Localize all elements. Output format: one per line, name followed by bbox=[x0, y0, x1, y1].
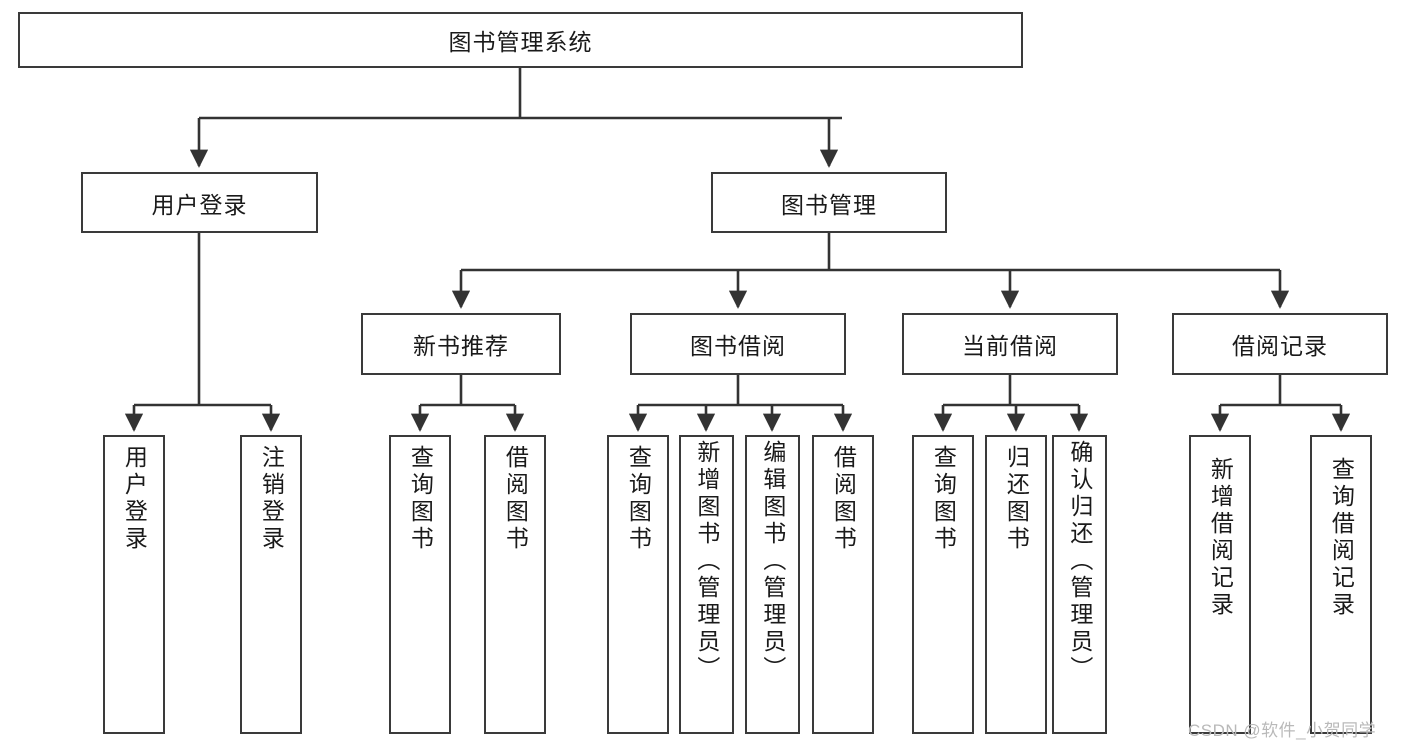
node-leaf-query-book-3-label: 查询图书 bbox=[930, 445, 957, 553]
node-leaf-query-book-1[interactable]: 查询图书 bbox=[389, 435, 451, 734]
node-leaf-logout-login[interactable]: 注销登录 bbox=[240, 435, 302, 734]
node-new-book-rec-label: 新书推荐 bbox=[413, 333, 509, 359]
node-leaf-return-book-label: 归还图书 bbox=[1003, 445, 1030, 553]
node-leaf-query-book-3[interactable]: 查询图书 bbox=[912, 435, 974, 734]
node-user-login-label: 用户登录 bbox=[151, 191, 248, 218]
node-leaf-edit-book-label: 编辑图书（管理员） bbox=[759, 440, 786, 683]
node-leaf-confirm-return-label: 确认归还（管理员） bbox=[1066, 440, 1093, 683]
node-leaf-query-book-1-label: 查询图书 bbox=[407, 445, 434, 553]
node-leaf-add-book[interactable]: 新增图书（管理员） bbox=[679, 435, 734, 734]
node-leaf-return-book[interactable]: 归还图书 bbox=[985, 435, 1047, 734]
node-leaf-borrow-book-1-label: 借阅图书 bbox=[502, 445, 529, 553]
node-leaf-add-record-label: 新增借阅记录 bbox=[1207, 457, 1234, 619]
node-root-label: 图书管理系统 bbox=[448, 29, 593, 55]
node-user-login[interactable]: 用户登录 bbox=[81, 172, 318, 233]
node-leaf-borrow-book-2[interactable]: 借阅图书 bbox=[812, 435, 874, 734]
node-leaf-borrow-book-2-label: 借阅图书 bbox=[830, 445, 857, 553]
node-leaf-query-book-2[interactable]: 查询图书 bbox=[607, 435, 669, 734]
node-book-manage[interactable]: 图书管理 bbox=[711, 172, 947, 233]
node-book-borrow[interactable]: 图书借阅 bbox=[630, 313, 846, 375]
node-leaf-borrow-book-1[interactable]: 借阅图书 bbox=[484, 435, 546, 734]
node-borrow-record-label: 借阅记录 bbox=[1232, 333, 1328, 359]
node-leaf-query-record-label: 查询借阅记录 bbox=[1328, 457, 1355, 619]
node-root[interactable]: 图书管理系统 bbox=[18, 12, 1023, 68]
node-leaf-query-book-2-label: 查询图书 bbox=[625, 445, 652, 553]
node-leaf-add-book-label: 新增图书（管理员） bbox=[693, 440, 720, 683]
node-leaf-user-login-label: 用户登录 bbox=[121, 445, 148, 553]
node-book-borrow-label: 图书借阅 bbox=[690, 333, 786, 359]
node-leaf-confirm-return[interactable]: 确认归还（管理员） bbox=[1052, 435, 1107, 734]
node-leaf-logout-login-label: 注销登录 bbox=[258, 445, 285, 553]
node-current-borrow[interactable]: 当前借阅 bbox=[902, 313, 1118, 375]
watermark: CSDN @软件_小贺同学 bbox=[1188, 721, 1377, 740]
node-leaf-user-login[interactable]: 用户登录 bbox=[103, 435, 165, 734]
node-new-book-rec[interactable]: 新书推荐 bbox=[361, 313, 561, 375]
node-leaf-edit-book[interactable]: 编辑图书（管理员） bbox=[745, 435, 800, 734]
node-book-manage-label: 图书管理 bbox=[781, 191, 877, 218]
node-leaf-add-record[interactable]: 新增借阅记录 bbox=[1189, 435, 1251, 734]
node-leaf-query-record[interactable]: 查询借阅记录 bbox=[1310, 435, 1372, 734]
node-borrow-record[interactable]: 借阅记录 bbox=[1172, 313, 1388, 375]
node-current-borrow-label: 当前借阅 bbox=[962, 333, 1058, 359]
